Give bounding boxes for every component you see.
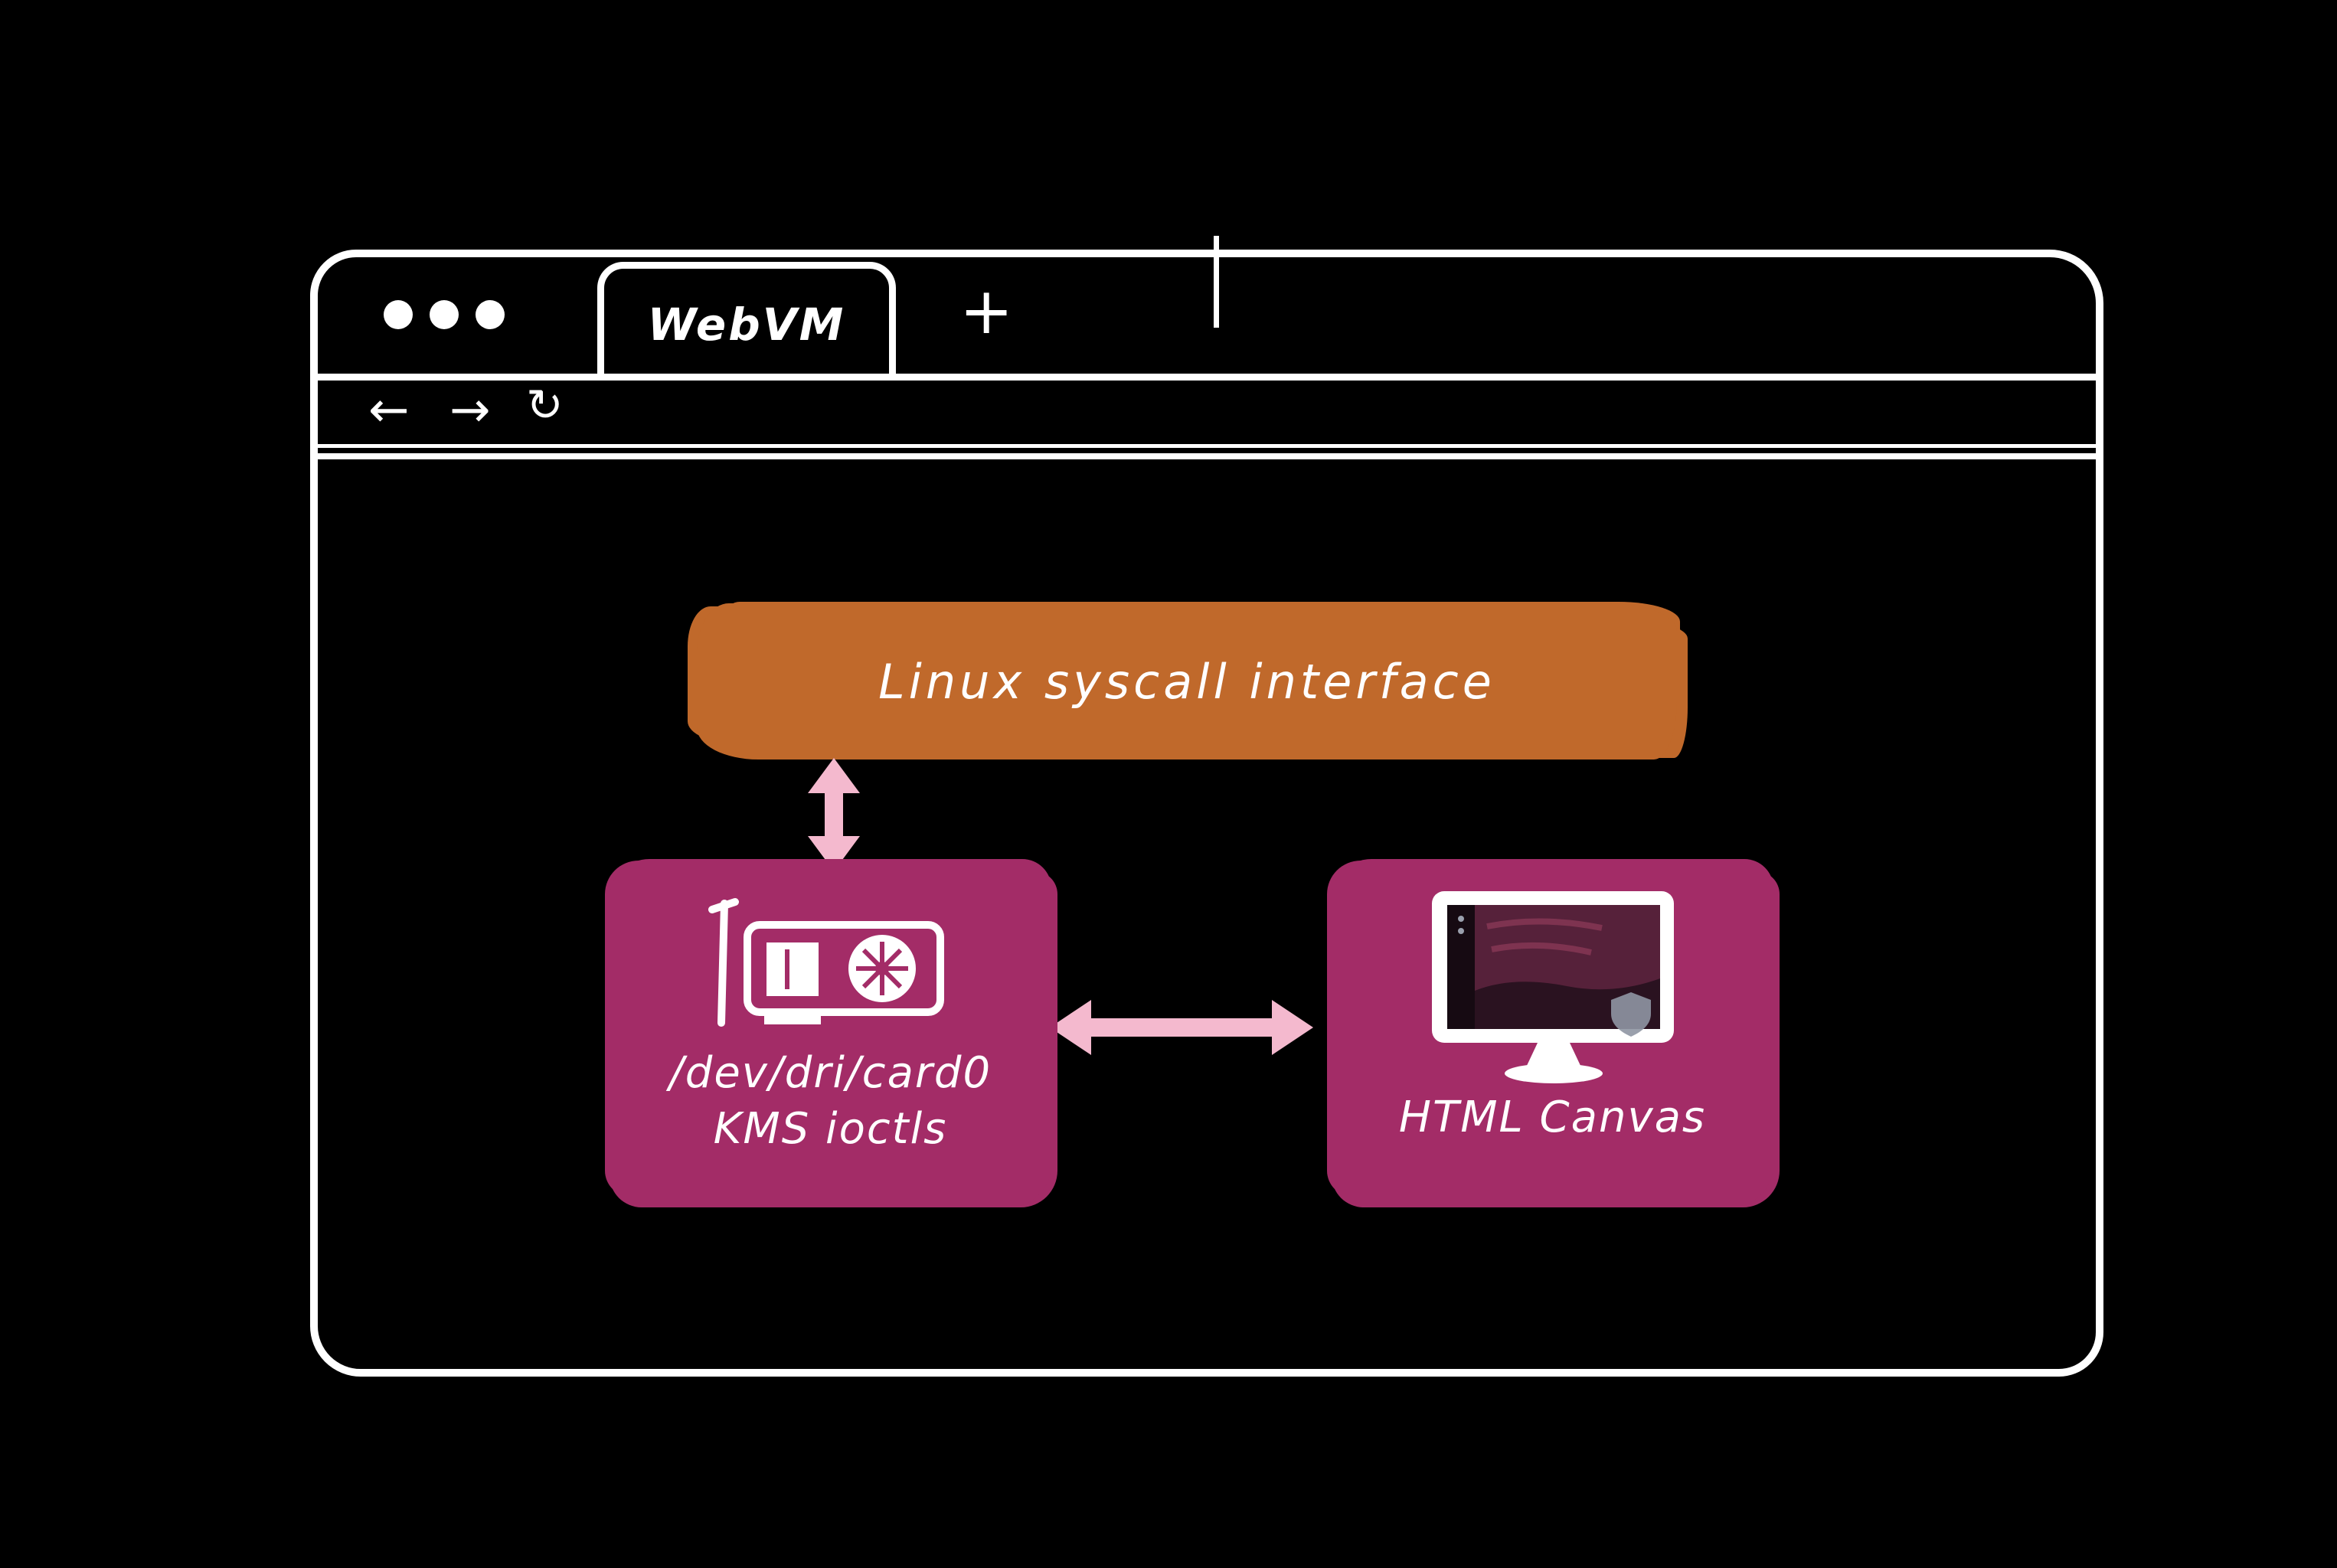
html-canvas-node: HTML Canvas [1332, 859, 1773, 1207]
window-control-dot[interactable] [430, 300, 459, 329]
kms-ioctls-label: KMS ioctls [713, 1103, 948, 1154]
gpu-card-icon [708, 898, 944, 1027]
forward-icon[interactable]: → [449, 382, 491, 439]
gpu-device-node: /dev/dri/card0 KMS ioctls [610, 859, 1051, 1207]
toolbar-divider [318, 453, 2096, 459]
window-controls[interactable] [384, 300, 505, 329]
html-canvas-label: HTML Canvas [1398, 1093, 1707, 1142]
window-control-dot[interactable] [476, 300, 505, 329]
tab-title: WebVM [647, 299, 846, 351]
refresh-icon[interactable]: ↻ [526, 379, 564, 431]
browser-window: WebVM + ← → ↻ Linux syscall interface [310, 236, 2103, 1377]
syscall-interface-band: Linux syscall interface [697, 603, 1677, 760]
device-path-label: /dev/dri/card0 [668, 1048, 992, 1098]
tabstrip-divider [318, 374, 2096, 381]
toolbar-divider [318, 444, 2096, 448]
monitor-icon [1431, 891, 1674, 1083]
new-tab-icon[interactable]: + [959, 273, 1014, 348]
tab-separator-mark [1214, 236, 1219, 328]
syscall-interface-label: Linux syscall interface [878, 653, 1495, 710]
back-icon[interactable]: ← [368, 382, 410, 439]
browser-tab[interactable]: WebVM [597, 262, 896, 381]
vertical-double-arrow [808, 758, 860, 871]
window-control-dot[interactable] [384, 300, 413, 329]
horizontal-double-arrow [1050, 1000, 1313, 1055]
